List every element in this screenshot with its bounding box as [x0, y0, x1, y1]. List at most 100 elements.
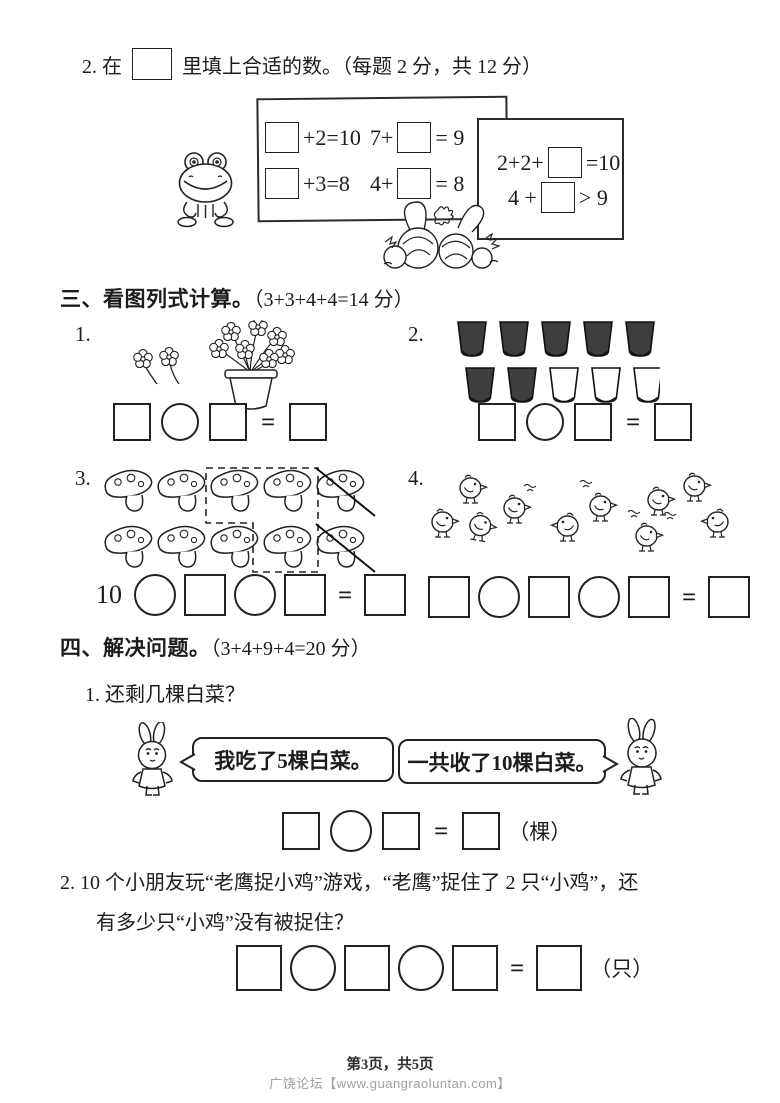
- equals-sign: =: [261, 408, 276, 436]
- answer-row-s4q2: = （只）: [236, 945, 653, 991]
- operator-circle[interactable]: [578, 576, 620, 618]
- answer-box[interactable]: [654, 403, 693, 441]
- equation-text: +3=8: [303, 170, 350, 196]
- answer-blank-box[interactable]: [265, 122, 299, 153]
- answer-blank-box[interactable]: [397, 122, 432, 153]
- equation-text: = 9: [435, 124, 465, 150]
- equation-5: 2+2+ =10: [497, 147, 620, 178]
- equation-3: +3=8: [265, 168, 350, 199]
- section-4-title: 四、解决问题。（3+4+9+4=20 分）: [60, 632, 371, 662]
- answer-blank-box[interactable]: [397, 168, 432, 199]
- equals-sign: =: [434, 817, 449, 845]
- s4-q2-text-line2: 有多少只“小鸡”没有被捉住？: [96, 912, 354, 934]
- answer-row-s3q4: =: [428, 576, 751, 618]
- section-3-title: 三、看图列式计算。（3+3+4+4=14 分）: [60, 283, 414, 313]
- speech-bubble-right: 一共收了10棵白菜。: [398, 739, 619, 784]
- operator-circle[interactable]: [290, 945, 336, 991]
- answer-box[interactable]: [574, 403, 612, 441]
- operator-circle[interactable]: [234, 574, 276, 616]
- flowers-illustration: [112, 320, 322, 415]
- answer-box[interactable]: [284, 574, 326, 616]
- equation-6: 4 + > 9: [508, 182, 608, 213]
- equation-text: > 9: [578, 184, 608, 210]
- given-number: 10: [96, 580, 122, 609]
- answer-row-s3q3: 10 =: [96, 574, 407, 616]
- section-4-title-score: （3+4+9+4=20 分）: [210, 638, 371, 660]
- answer-blank-box[interactable]: [265, 168, 299, 199]
- answer-box[interactable]: [382, 812, 420, 850]
- equation-text: 7+: [370, 124, 394, 150]
- speech-bubble-left-text: 我吃了5棵白菜。: [214, 748, 372, 773]
- equation-text: 4 +: [508, 184, 537, 210]
- answer-row-s4q1: = （棵）: [282, 810, 571, 852]
- section-3-title-score: （3+3+4+4=14 分）: [253, 289, 414, 311]
- fill-in-question-title: 2. 在 里填上合适的数。（每题 2 分，共 12 分）: [82, 48, 542, 80]
- operator-circle[interactable]: [330, 810, 372, 852]
- answer-blank-box[interactable]: [547, 147, 582, 178]
- answer-box[interactable]: [184, 574, 226, 616]
- inline-blank-box: [132, 48, 172, 80]
- answer-box[interactable]: [236, 945, 282, 991]
- answer-box[interactable]: [289, 403, 328, 441]
- equation-text: +2=10: [303, 124, 361, 150]
- operator-circle[interactable]: [398, 945, 444, 991]
- answer-box[interactable]: [708, 576, 751, 618]
- section-4-title-main: 四、解决问题。: [60, 637, 211, 660]
- pond-plants-illustration: [382, 196, 504, 272]
- answer-box[interactable]: [209, 403, 247, 441]
- watermark-text: 广饶论坛【www.guangraoluntan.com】: [269, 1076, 511, 1091]
- speech-bubble-right-text: 一共收了10棵白菜。: [407, 750, 597, 775]
- equals-sign: =: [338, 581, 353, 609]
- equation-text: =10: [585, 149, 621, 175]
- question-title-text: 里填上合适的数。（每题 2 分，共 12 分）: [182, 55, 542, 78]
- answer-box[interactable]: [344, 945, 390, 991]
- answer-box[interactable]: [282, 812, 320, 850]
- s4-q2-text-line1: 2. 10 个小朋友玩“老鹰捉小鸡”游戏，“老鹰”捉住了 2 只“小鸡”，还: [60, 872, 639, 894]
- equation-text: 4+: [370, 170, 394, 196]
- answer-box[interactable]: [478, 403, 516, 441]
- frog-illustration: [174, 150, 238, 230]
- answer-box[interactable]: [113, 403, 151, 441]
- equation-2: 7+ = 9: [370, 122, 464, 153]
- answer-box[interactable]: [364, 574, 407, 616]
- answer-row-s3q1: =: [113, 403, 328, 441]
- chicks-illustration: [428, 470, 730, 572]
- answer-box[interactable]: [462, 812, 501, 850]
- answer-box[interactable]: [536, 945, 583, 991]
- unit-label: （只）: [590, 957, 654, 981]
- section-3-title-main: 三、看图列式计算。: [60, 288, 254, 311]
- operator-circle[interactable]: [161, 403, 199, 441]
- answer-box[interactable]: [528, 576, 570, 618]
- equation-4: 4+ = 8: [370, 168, 464, 199]
- operator-circle[interactable]: [526, 403, 564, 441]
- equals-sign: =: [682, 583, 697, 611]
- s4-q1-text: 1. 还剩几棵白菜？: [85, 684, 245, 706]
- equals-sign: =: [510, 954, 525, 982]
- q1-label: 1.: [75, 322, 91, 346]
- mushrooms-illustration: [103, 466, 377, 574]
- cups-illustration: [456, 320, 660, 410]
- answer-box[interactable]: [628, 576, 670, 618]
- q3-label: 3.: [75, 466, 91, 490]
- bubble-tail-right: [602, 755, 619, 773]
- q4-label: 4.: [408, 466, 424, 490]
- rabbit-left-illustration: [127, 722, 187, 808]
- equation-panel-right: [477, 118, 624, 240]
- q2-label: 2.: [408, 322, 424, 346]
- rabbit-right-illustration: [606, 718, 668, 808]
- operator-circle[interactable]: [478, 576, 520, 618]
- page-number: 第3页，共5页: [346, 1057, 434, 1073]
- answer-blank-box[interactable]: [540, 182, 575, 213]
- question-number-text: 2. 在: [82, 55, 122, 78]
- answer-row-s3q2: =: [478, 403, 693, 441]
- speech-bubble-left: 我吃了5棵白菜。: [179, 737, 394, 782]
- bubble-tail-left: [179, 753, 196, 771]
- equation-text: = 8: [435, 170, 465, 196]
- answer-box[interactable]: [428, 576, 470, 618]
- unit-label: （棵）: [508, 820, 572, 844]
- operator-circle[interactable]: [134, 574, 176, 616]
- dashed-group-outline: [205, 467, 319, 573]
- equation-1: +2=10: [265, 122, 361, 153]
- answer-box[interactable]: [452, 945, 498, 991]
- equation-text: 2+2+: [497, 149, 544, 175]
